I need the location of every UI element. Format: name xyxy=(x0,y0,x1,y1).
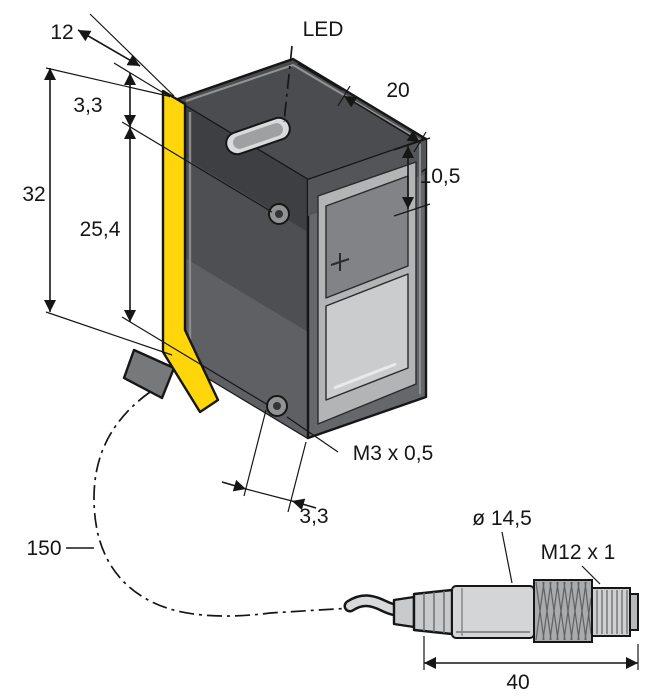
dim-32-label: 32 xyxy=(22,183,45,206)
cable-solid xyxy=(343,594,407,618)
connector-thread-label: M12 x 1 xyxy=(541,541,616,564)
connector-tip xyxy=(629,593,639,631)
screw-hole-top xyxy=(268,203,290,225)
dim-25-4-label: 25,4 xyxy=(80,218,121,241)
thread-lines xyxy=(596,590,628,634)
crosshair-mark xyxy=(330,253,350,271)
cable-length-label: 150 xyxy=(26,537,61,560)
m3-thread-label: M3 x 0,5 xyxy=(353,442,434,465)
connector-thread-callout: M12 x 1 xyxy=(541,541,616,585)
dimension-12: 12 xyxy=(50,13,175,97)
dimension-40: 40 xyxy=(423,636,639,694)
dim-3-3-top-label: 3,3 xyxy=(73,94,102,117)
lens-gloss xyxy=(333,362,397,390)
screw-hole-bottom xyxy=(266,395,288,417)
dim-10-5-label: 10,5 xyxy=(420,165,461,188)
led-window xyxy=(225,116,291,156)
dimension-3-3-bottom: 3,3 xyxy=(221,409,329,528)
cable-centerline xyxy=(93,391,353,617)
lens-window-upper xyxy=(325,175,409,299)
led-label: LED xyxy=(303,18,344,41)
dim-3-3-bottom-label: 3,3 xyxy=(299,505,328,528)
dimension-25-4: 25,4 xyxy=(80,121,273,406)
side-face-left-light xyxy=(175,252,308,438)
sensor-body xyxy=(122,57,428,440)
connector-diameter-callout: ø 14,5 xyxy=(472,507,532,584)
dim-40-label: 40 xyxy=(506,671,529,694)
dim-20-label: 20 xyxy=(386,79,409,102)
cable-length-callout: 150 xyxy=(26,537,94,560)
side-face-left-shadow xyxy=(175,100,308,232)
dim-12-label: 12 xyxy=(50,21,73,44)
dimension-20: 20 xyxy=(297,63,427,153)
dimension-3-3-top: 3,3 xyxy=(73,62,171,127)
cable xyxy=(93,391,353,617)
connector-diameter-label: ø 14,5 xyxy=(472,507,532,530)
knurl-hatch xyxy=(535,581,592,641)
mounting-tab xyxy=(122,348,176,400)
thread-section xyxy=(591,587,631,637)
connector-body xyxy=(451,585,535,639)
cable-boot xyxy=(392,588,454,636)
connector xyxy=(343,579,639,643)
dimension-10-5: 10,5 xyxy=(393,137,461,217)
dimension-32: 32 xyxy=(22,67,173,356)
led-callout: LED xyxy=(283,18,344,123)
m3-thread-callout: M3 x 0,5 xyxy=(286,416,434,465)
